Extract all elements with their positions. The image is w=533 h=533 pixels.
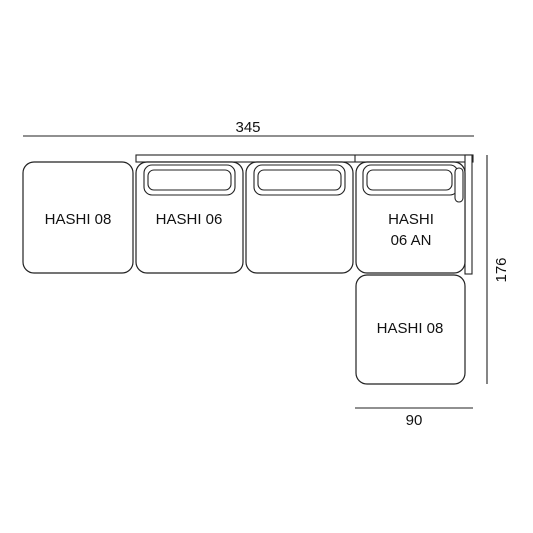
chaise-width-dimension-label: 90 xyxy=(406,412,423,429)
width-dimension-label: 345 xyxy=(235,119,260,136)
module-label: HASHI 08 xyxy=(377,320,444,337)
module-label: HASHI 08 xyxy=(45,211,112,228)
side-cushion xyxy=(454,167,464,203)
module-label: HASHI xyxy=(388,211,434,228)
module-label: HASHI 06 xyxy=(156,211,223,228)
backrest-top xyxy=(135,154,474,163)
backrest-side xyxy=(464,154,473,275)
depth-dimension-label: 176 xyxy=(493,257,510,282)
module-hashi-08-left xyxy=(22,161,134,274)
back-cushion-inner xyxy=(147,169,232,191)
module-label: 06 AN xyxy=(391,232,432,249)
back-cushion-inner xyxy=(366,169,453,191)
back-cushion-inner xyxy=(257,169,342,191)
module-hashi-08-chaise xyxy=(355,274,466,385)
